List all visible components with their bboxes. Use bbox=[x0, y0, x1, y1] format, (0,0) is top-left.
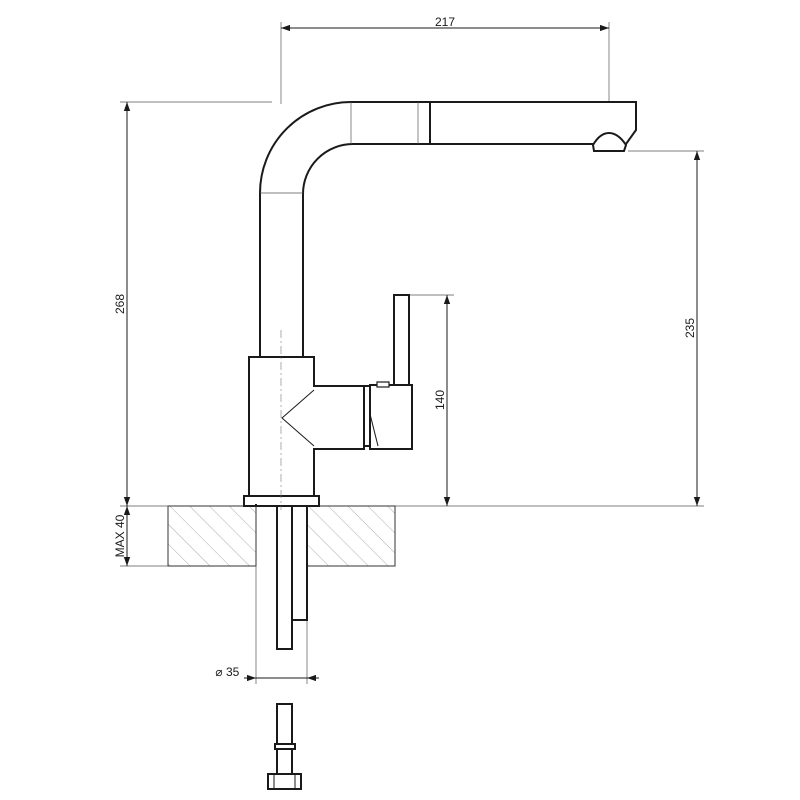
label-spout-reach: 217 bbox=[435, 15, 455, 29]
dimension-lines bbox=[123, 24, 701, 682]
counter-section-left bbox=[167, 505, 257, 567]
aerator-outlet bbox=[591, 131, 628, 152]
label-hole-diameter: 35 bbox=[226, 665, 240, 679]
label-overall-height: 268 bbox=[113, 294, 127, 314]
lever-handle bbox=[393, 294, 410, 386]
faucet bbox=[243, 101, 637, 650]
supply-hose-fitting bbox=[267, 703, 302, 790]
diameter-symbol: ⌀ bbox=[215, 665, 222, 679]
mixer-body bbox=[248, 356, 365, 497]
counter-top bbox=[167, 505, 396, 567]
spout bbox=[259, 101, 637, 358]
mounting-shank bbox=[276, 505, 293, 650]
hose-neck bbox=[276, 748, 293, 775]
label-lever-height: 140 bbox=[433, 390, 447, 410]
label-counter-thickness: MAX 40 bbox=[113, 514, 127, 557]
dimension-labels: 217 268 235 140 MAX 40 ⌀ 35 bbox=[113, 15, 697, 679]
hose-nut bbox=[267, 773, 302, 790]
valve-boss-edge bbox=[281, 389, 315, 447]
hose-tube bbox=[276, 703, 293, 747]
counter-section-right bbox=[306, 505, 396, 567]
supply-stud bbox=[291, 505, 308, 621]
cartridge-cap bbox=[369, 384, 413, 450]
label-outlet-height: 235 bbox=[683, 318, 697, 338]
